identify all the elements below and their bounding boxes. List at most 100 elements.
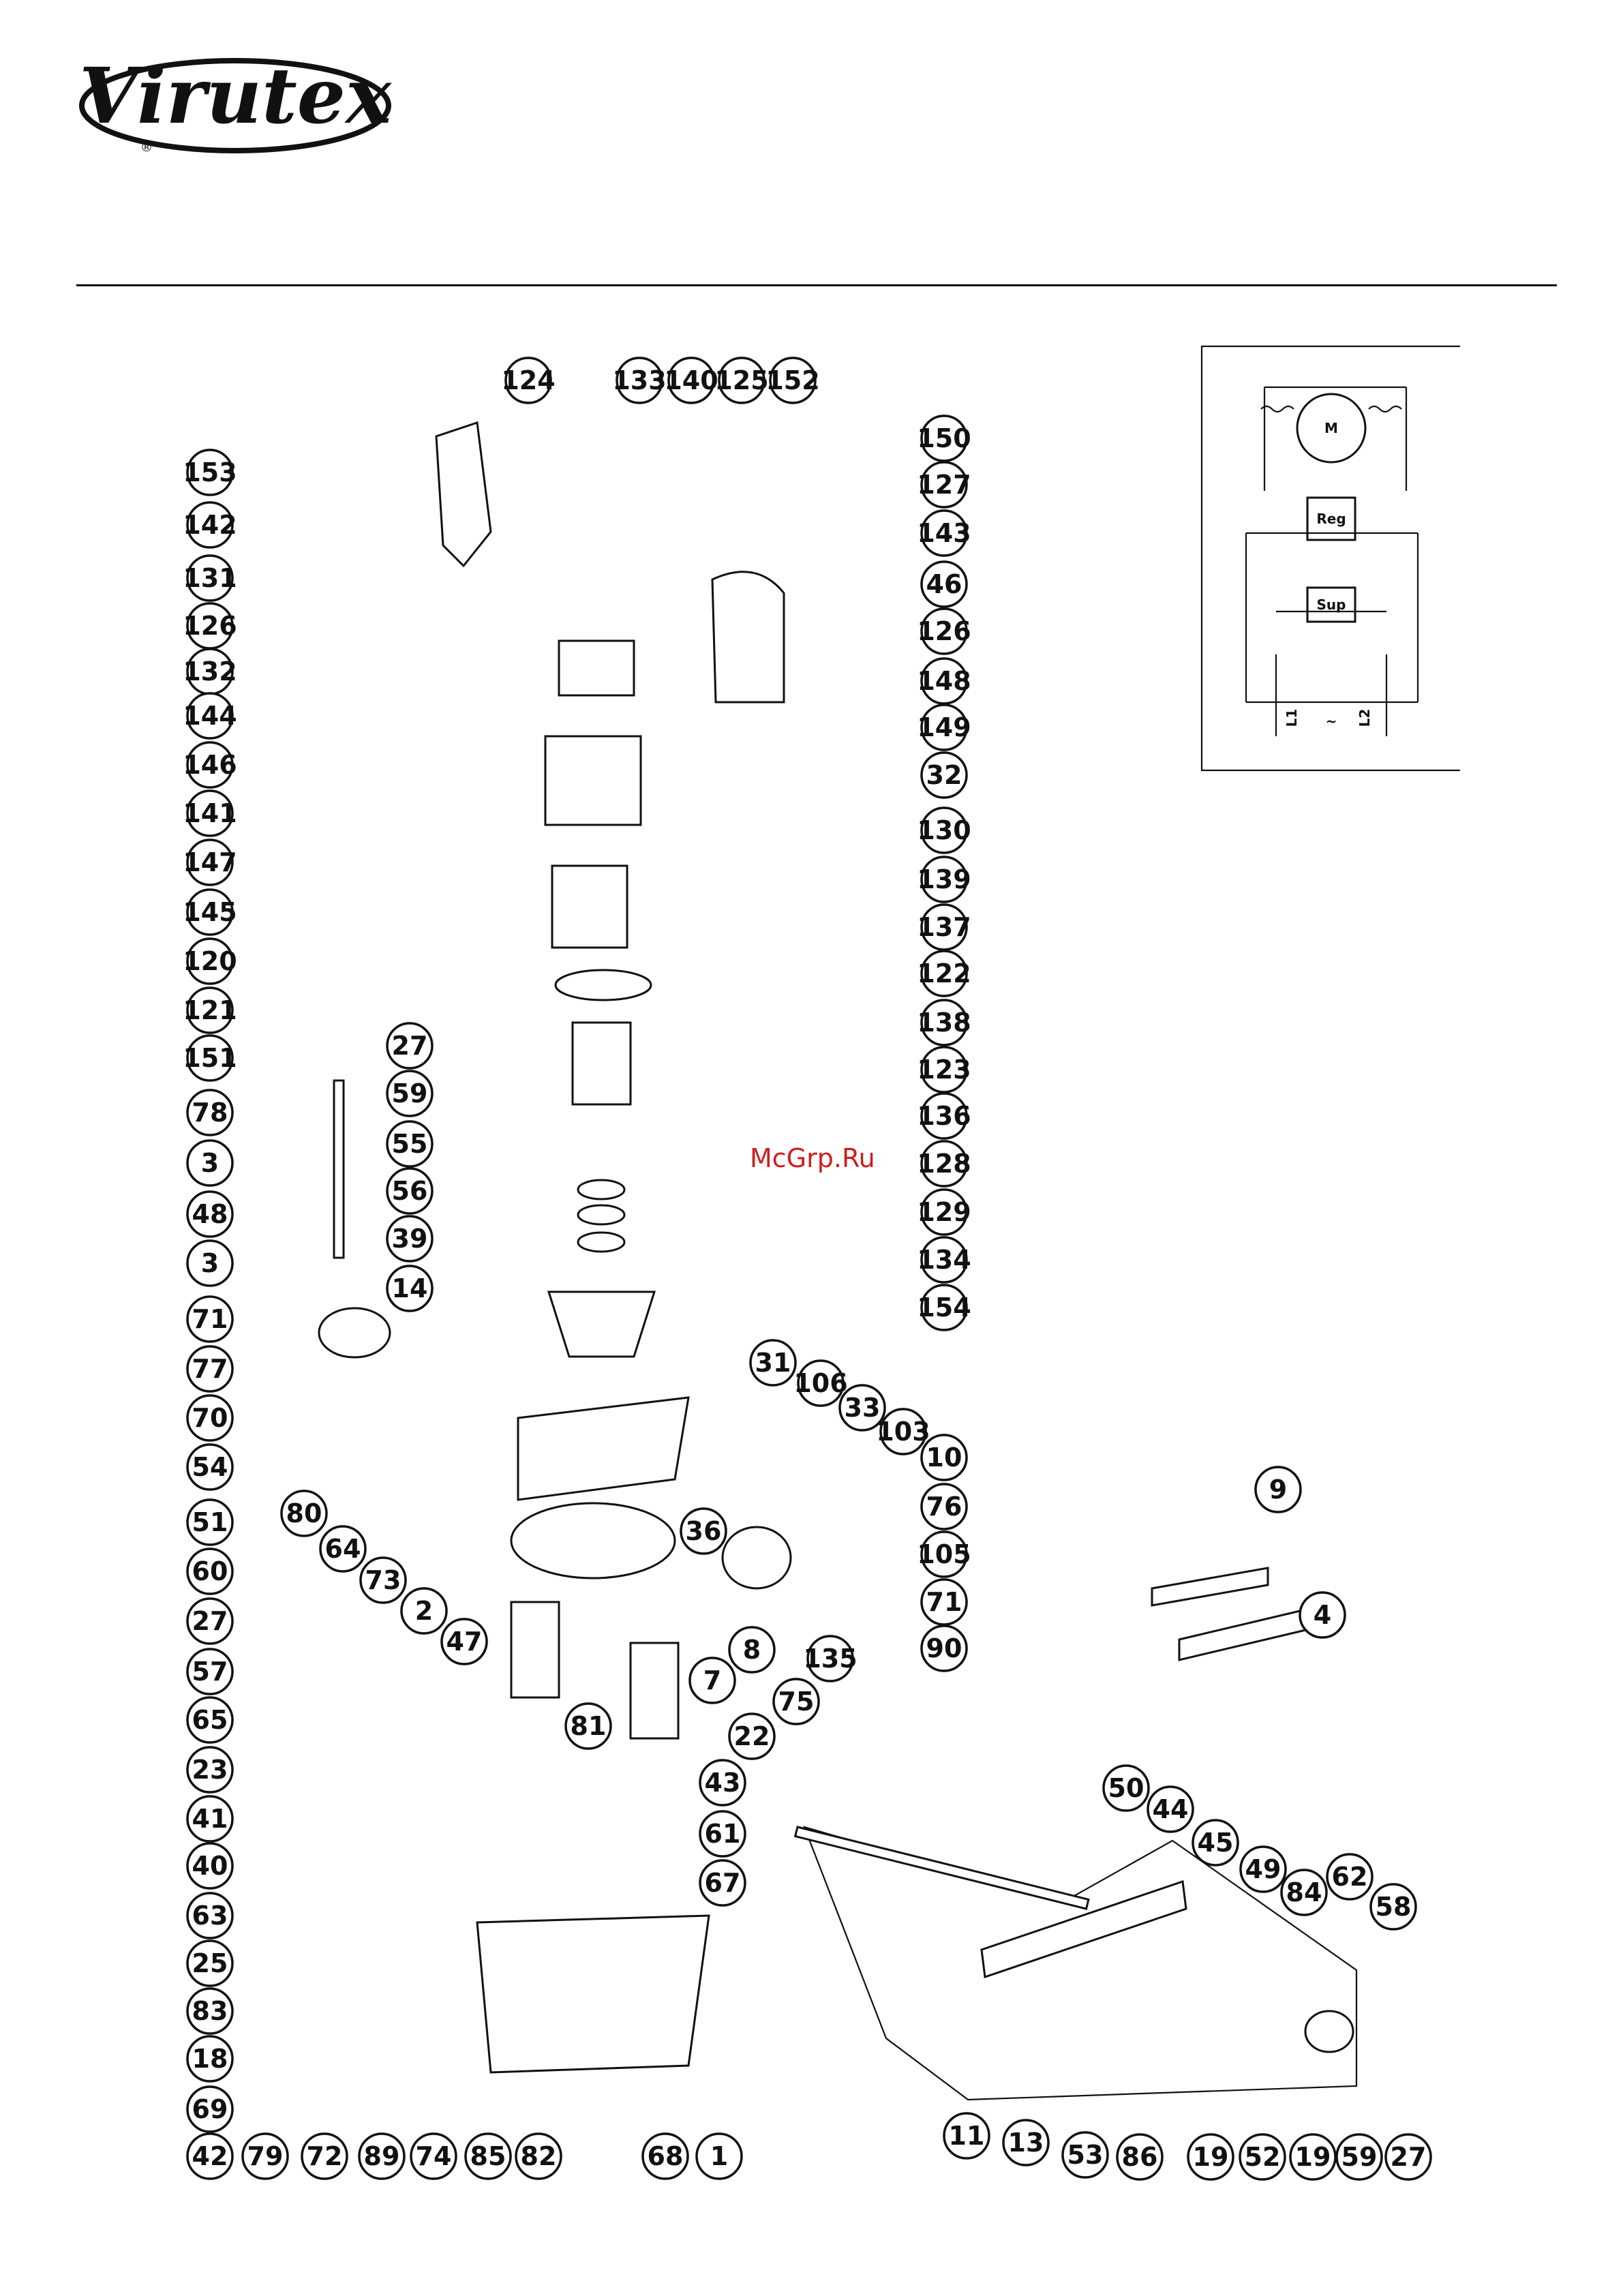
callout-circle — [680, 1507, 727, 1555]
callout-68: 68 — [641, 2132, 689, 2180]
callout-59: 59 — [1335, 2133, 1383, 2181]
callout-circle — [186, 1987, 234, 2035]
callout-121: 121 — [183, 986, 237, 1034]
callout-number: 129 — [917, 1197, 971, 1227]
callout-number: 60 — [192, 1556, 228, 1586]
callout-number: 120 — [183, 946, 237, 976]
callout-circle — [920, 657, 968, 705]
callout-circle — [920, 999, 968, 1046]
bearing-support-ring — [554, 969, 652, 1001]
wrench-small — [1151, 1567, 1269, 1607]
callout-circle — [186, 1939, 234, 1987]
callout-number: 45 — [1198, 1828, 1234, 1858]
callout-circle — [386, 1120, 434, 1168]
callout-80: 80 — [280, 1490, 328, 1537]
callout-circle — [920, 1434, 968, 1481]
callout-number: 142 — [183, 510, 237, 540]
callout-number: 47 — [446, 1627, 483, 1657]
callout-number: 31 — [755, 1348, 791, 1378]
callout-71: 71 — [920, 1578, 968, 1626]
callout-number: 65 — [192, 1705, 228, 1735]
speed-knob — [721, 1526, 792, 1590]
callout-number: 128 — [917, 1149, 971, 1179]
callout-circle — [718, 357, 765, 404]
wiring-schematic: M Reg Sup L1 ~ L2 — [1200, 345, 1460, 772]
callout-7: 7 — [688, 1657, 736, 1704]
callout-number: 50 — [1108, 1773, 1144, 1803]
callout-number: 27 — [192, 1606, 228, 1636]
callout-number: 89 — [364, 2141, 400, 2171]
callout-137: 137 — [917, 903, 971, 951]
callout-number: 133 — [612, 365, 666, 395]
callout-number: 46 — [926, 569, 962, 599]
callout-number: 90 — [926, 1633, 962, 1663]
callout-number: 81 — [571, 1711, 607, 1741]
callout-circle — [838, 1384, 886, 1432]
callout-circle — [920, 1046, 968, 1093]
callout-number: 147 — [183, 847, 237, 877]
callout-circle — [920, 607, 968, 655]
callout-65: 65 — [186, 1696, 234, 1744]
callout-number: 42 — [192, 2141, 228, 2171]
callout-36: 36 — [680, 1507, 727, 1555]
callout-90: 90 — [920, 1625, 968, 1672]
callout-circle — [186, 1597, 234, 1645]
callout-153: 153 — [183, 449, 237, 496]
logo-wordmark: Virutex — [79, 55, 392, 141]
callout-75: 75 — [772, 1678, 820, 1725]
callout-50: 50 — [1102, 1764, 1150, 1812]
callout-circle — [1254, 1466, 1302, 1513]
callout-circle — [386, 1167, 434, 1215]
callout-circle — [186, 2085, 234, 2133]
callout-circle — [1384, 2133, 1432, 2181]
callout-number: 13 — [1008, 2128, 1044, 2158]
callout-number: 22 — [734, 1721, 770, 1751]
callout-number: 135 — [803, 1644, 857, 1674]
callout-circle — [186, 1089, 234, 1136]
callout-circle — [186, 888, 234, 936]
callout-150: 150 — [917, 414, 971, 462]
callout-number: 138 — [917, 1008, 971, 1038]
registered-mark: ® — [140, 140, 153, 155]
callout-51: 51 — [186, 1498, 234, 1546]
callout-number: 103 — [876, 1417, 930, 1447]
callout-number: 71 — [192, 1304, 228, 1334]
callout-124: 124 — [501, 357, 556, 404]
callout-number: 83 — [192, 1996, 228, 2026]
callout-41: 41 — [186, 1795, 234, 1843]
callout-number: 123 — [917, 1055, 971, 1085]
callout-circle — [186, 2035, 234, 2083]
callout-22: 22 — [728, 1712, 776, 1760]
supply-box — [1306, 586, 1356, 623]
callout-circle — [186, 1498, 234, 1546]
callout-130: 130 — [917, 806, 971, 854]
callout-circle — [1299, 1591, 1346, 1639]
callout-number: 51 — [192, 1507, 228, 1537]
callout-circle — [186, 1892, 234, 1939]
callout-number: 153 — [183, 457, 237, 487]
callout-circle — [186, 2132, 234, 2180]
schematic-l1-label: L1 — [1284, 709, 1300, 727]
callout-83: 83 — [186, 1987, 234, 2035]
callout-circle — [186, 1345, 234, 1393]
callout-3: 3 — [186, 1139, 234, 1187]
callout-number: 84 — [1286, 1877, 1322, 1907]
callout-number: 43 — [705, 1768, 741, 1798]
callout-circle — [186, 1443, 234, 1491]
wrench-large — [1178, 1607, 1310, 1661]
callout-number: 27 — [392, 1031, 428, 1061]
motor-flange — [547, 1290, 656, 1358]
callout-circle — [920, 1483, 968, 1530]
callout-number: 19 — [1295, 2142, 1331, 2172]
callout-number: 154 — [917, 1293, 971, 1323]
callout-number: 141 — [183, 798, 237, 828]
callout-circle — [920, 806, 968, 854]
callout-circle — [920, 856, 968, 903]
callout-number: 36 — [686, 1516, 722, 1546]
callout-18: 18 — [186, 2035, 234, 2083]
brand-logo: Virutex ® — [75, 52, 395, 157]
callout-circle — [186, 501, 234, 549]
callout-151: 151 — [183, 1034, 237, 1082]
callout-10: 10 — [920, 1434, 968, 1481]
